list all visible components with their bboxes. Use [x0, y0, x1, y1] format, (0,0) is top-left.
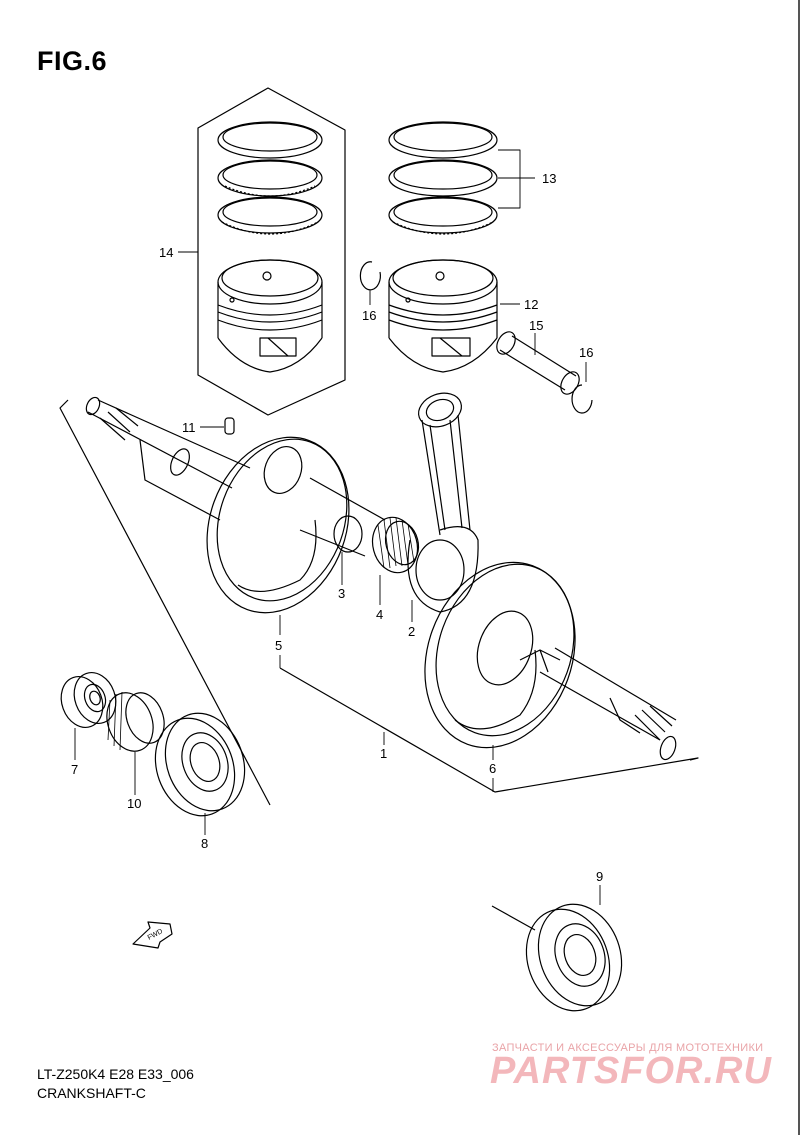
right-crank-half[interactable]: [400, 541, 679, 769]
diagram-code: LT-Z250K4 E28 E33_006: [37, 1066, 194, 1082]
left-piston-rings[interactable]: [217, 121, 323, 235]
callout-5: 5: [275, 638, 282, 653]
leader-lines: [74, 149, 601, 905]
callout-1: 1: [380, 746, 387, 761]
bearing-8[interactable]: [142, 702, 258, 827]
bearing-7[interactable]: [54, 667, 122, 734]
callout-11: 11: [182, 420, 196, 435]
fwd-arrow-icon: [132, 921, 173, 949]
callout-2: 2: [408, 624, 415, 639]
right-frame-border: [798, 0, 800, 1135]
right-piston[interactable]: [388, 259, 498, 373]
piston-pin[interactable]: [493, 329, 583, 398]
crankshaft-assembly-outline: [59, 399, 699, 931]
callout-8: 8: [201, 836, 208, 851]
callout-4: 4: [376, 607, 383, 622]
callout-13: 13: [542, 171, 556, 186]
watermark-tagline: ЗАПЧАСТИ И АКСЕССУАРЫ ДЛЯ МОТОТЕХНИКИ: [492, 1042, 764, 1054]
callout-6: 6: [489, 761, 496, 776]
callout-10: 10: [127, 796, 141, 811]
callout-15: 15: [529, 318, 543, 333]
needle-bearing[interactable]: [367, 512, 424, 577]
watermark-logo: PARTSFOR.RU: [490, 1050, 772, 1092]
connecting-rod[interactable]: [407, 387, 479, 613]
callout-12: 12: [524, 297, 538, 312]
figure-title: FIG.6: [37, 46, 108, 76]
callout-9: 9: [596, 869, 603, 884]
diagram-name: CRANKSHAFT-C: [37, 1085, 146, 1101]
left-piston[interactable]: [217, 259, 323, 373]
bearing-9[interactable]: [513, 892, 636, 1022]
left-crank-half[interactable]: [84, 395, 386, 633]
callout-14: 14: [159, 245, 173, 260]
callout-16-right: 16: [579, 345, 593, 360]
callout-16-left: 16: [362, 308, 376, 323]
piston-pin-circlip-left[interactable]: [359, 261, 381, 291]
callout-3: 3: [338, 586, 345, 601]
callout-7: 7: [71, 762, 78, 777]
piston-kit-outline: [197, 87, 346, 416]
right-piston-rings[interactable]: [388, 121, 498, 235]
dowel-pin[interactable]: [224, 417, 235, 435]
timing-gear-10[interactable]: [99, 686, 171, 757]
